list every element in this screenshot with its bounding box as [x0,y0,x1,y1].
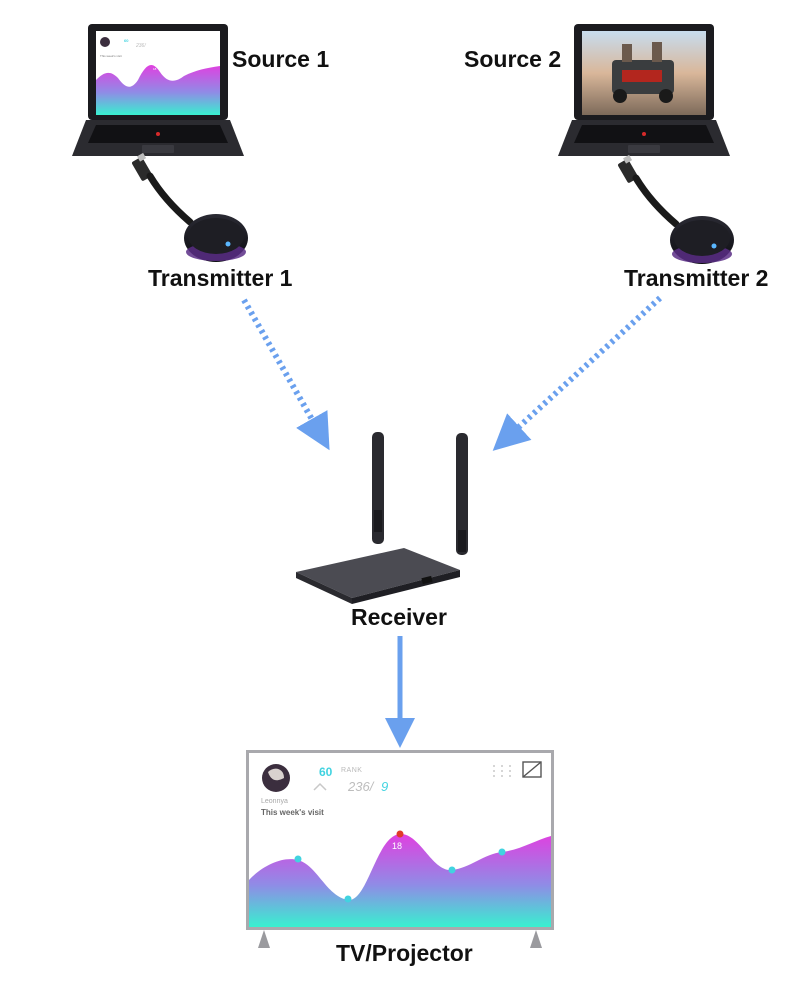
tv-rank-label: RANK [341,767,363,774]
label-receiver: Receiver [351,604,447,630]
transmitter-1-device [132,152,248,262]
label-transmitter-1: Transmitter 1 [148,265,293,291]
label-tv-projector: TV/Projector [336,940,473,966]
grid-dots-icon [493,765,511,777]
wave-point [344,895,352,903]
tv-peak-value: 18 [392,841,403,851]
laptop-source-2 [558,24,730,156]
label-source-1: Source 1 [232,46,330,72]
transmitter-2-device [618,154,734,264]
label-source-2: Source 2 [464,46,562,72]
wave-peak-point [396,830,404,838]
laptop-score: 60 [124,38,129,43]
visit-wave-area [249,833,551,927]
tv-ratio-accent: 9 [381,779,389,794]
laptop-source-1 [72,24,244,156]
expand-icon [522,761,542,778]
laptop-peak-value: 18 [153,67,157,71]
chevron-up-icon [313,782,327,791]
wave-point [498,848,506,856]
tv-ratio: 236/ [348,779,374,794]
wave-point [294,855,302,863]
laptop-visit-title: This week's visit [100,54,122,58]
label-transmitter-2: Transmitter 2 [624,265,769,291]
tv-projector-device [246,750,554,948]
tv-username: Leonnya [261,798,288,805]
laptop-ratio: 236/ [136,43,146,49]
receiver-device [296,432,468,604]
wireless-link-tx1-to-receiver [241,298,330,451]
wireless-link-tx2-to-receiver [492,295,663,451]
tv-visit-title: This week's visit [261,808,324,817]
wave-point [448,866,456,874]
tv-score: 60 [319,765,333,779]
